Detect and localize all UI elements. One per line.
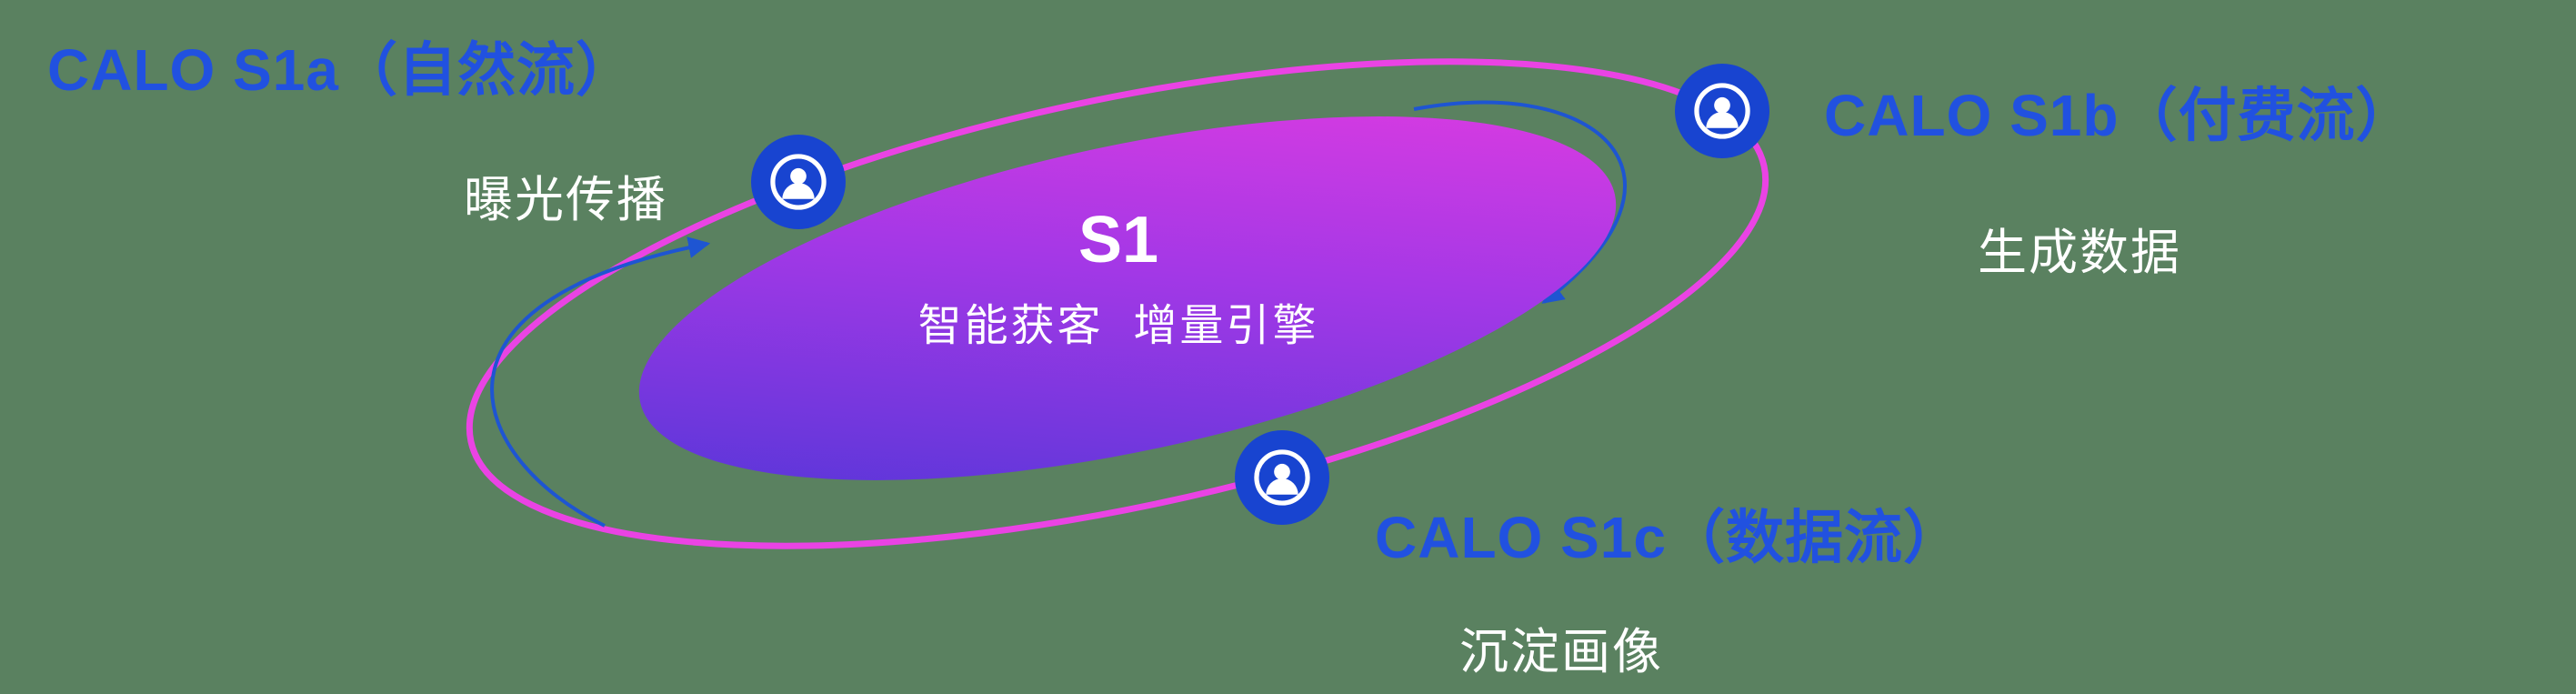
core-text: S1 智能获客 增量引擎 <box>755 207 1482 353</box>
sublabel-s1a: 曝光传播 <box>464 173 667 227</box>
core-title: S1 <box>1078 204 1159 277</box>
label-s1b: CALO S1b（付费流） <box>1824 83 2415 148</box>
sublabel-s1b: 生成数据 <box>1978 226 2181 280</box>
user-icon <box>751 135 846 229</box>
core-ellipse <box>638 116 1617 480</box>
sublabel-s1c: 沉淀画像 <box>1459 625 1663 679</box>
user-icon <box>1235 430 1329 525</box>
flow-arrow-left-icon <box>490 236 711 528</box>
node-s1b <box>1675 64 1769 158</box>
label-s1a: CALO S1a（自然流） <box>47 37 635 103</box>
orbit-ring <box>466 58 1769 549</box>
flow-arrow-top-icon <box>1413 100 1627 304</box>
label-s1c: CALO S1c（数据流） <box>1375 505 1962 570</box>
user-icon <box>1675 64 1769 158</box>
core-subtitle: 智能获客 增量引擎 <box>917 302 1319 350</box>
node-s1a <box>751 135 846 229</box>
node-s1c <box>1235 430 1329 525</box>
